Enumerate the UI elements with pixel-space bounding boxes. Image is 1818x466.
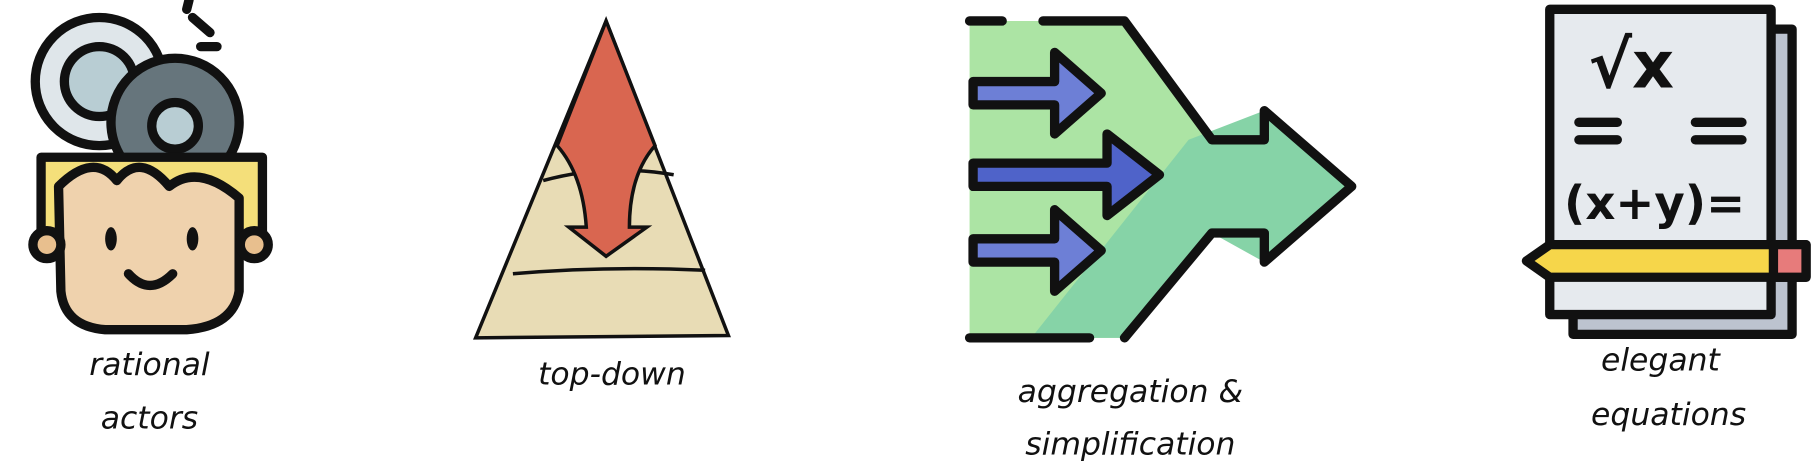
label-rational-line2: actors — [101, 401, 198, 437]
label-rational-line1: rational — [89, 347, 210, 383]
aggregation-arrows-merge-icon — [964, 16, 1357, 343]
top-down-pyramid-arrow-icon — [473, 16, 731, 340]
label-elegant-line1: elegant — [1601, 342, 1722, 378]
label-elegant-line2: equations — [1591, 397, 1746, 433]
label-aggregation-line2: simplification — [1025, 426, 1235, 462]
equation-x-plus-y: (x+y)= — [1564, 176, 1745, 230]
label-top-down: top-down — [538, 356, 686, 392]
equations-paper-pencil-icon: √x (x+y)= — [1521, 4, 1811, 340]
label-aggregation-line1: aggregation & — [1018, 374, 1243, 410]
equation-sqrt-x: √x — [1589, 27, 1675, 103]
rational-actor-head-gears-icon — [28, 0, 273, 335]
